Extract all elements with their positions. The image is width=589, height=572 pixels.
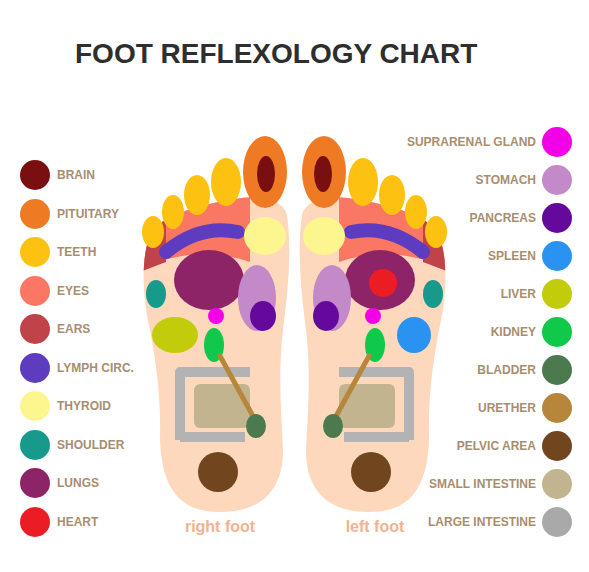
legend-text: LYMPH CIRC.	[57, 361, 134, 375]
legend-text: EARS	[57, 322, 90, 336]
legend-swatch	[20, 160, 50, 190]
legend-swatch	[542, 431, 572, 461]
legend-text: HEART	[57, 515, 98, 529]
legend-text: PITUITARY	[57, 207, 119, 221]
legend-swatch	[20, 314, 50, 344]
right-foot	[140, 136, 289, 512]
spleen-zone	[397, 317, 431, 353]
legend-swatch	[542, 393, 572, 423]
legend-text: STOMACH	[476, 173, 536, 187]
liver-zone	[152, 317, 198, 353]
legend-text: KIDNEY	[491, 325, 536, 339]
legend-swatch	[542, 317, 572, 347]
legend-text: BRAIN	[57, 168, 95, 182]
chart-title: FOOT REFLEXOLOGY CHART	[75, 38, 477, 70]
legend-swatch	[542, 469, 572, 499]
legend-swatch	[542, 355, 572, 385]
legend-swatch	[20, 353, 50, 383]
legend-swatch	[20, 237, 50, 267]
legend-swatch	[20, 430, 50, 460]
legend-swatch	[542, 165, 572, 195]
legend-swatch	[542, 203, 572, 233]
legend-swatch	[542, 241, 572, 271]
legend-text: URETHER	[478, 401, 536, 415]
legend-swatch	[20, 199, 50, 229]
legend-text: LUNGS	[57, 476, 99, 490]
legend-text: BLADDER	[477, 363, 536, 377]
legend-swatch	[20, 276, 50, 306]
legend-text: SHOULDER	[57, 438, 124, 452]
legend-text: THYROID	[57, 399, 111, 413]
legend-text: SUPRARENAL GLAND	[407, 135, 536, 149]
legend-text: SPLEEN	[488, 249, 536, 263]
legend-text: LARGE INTESTINE	[428, 515, 536, 529]
heart-zone	[369, 269, 397, 297]
legend-text: TEETH	[57, 245, 96, 259]
left-foot	[300, 136, 449, 512]
legend-text: PELVIC AREA	[457, 439, 536, 453]
legend-text: PANCREAS	[470, 211, 536, 225]
legend-swatch	[20, 391, 50, 421]
legend-text: EYES	[57, 284, 89, 298]
foot-label: right foot	[185, 518, 255, 536]
legend-swatch	[542, 507, 572, 537]
legend-swatch	[542, 127, 572, 157]
legend-text: LIVER	[501, 287, 536, 301]
foot-label: left foot	[346, 518, 405, 536]
legend-swatch	[20, 468, 50, 498]
legend-swatch	[20, 507, 50, 537]
legend-text: SMALL INTESTINE	[429, 477, 536, 491]
legend-swatch	[542, 279, 572, 309]
